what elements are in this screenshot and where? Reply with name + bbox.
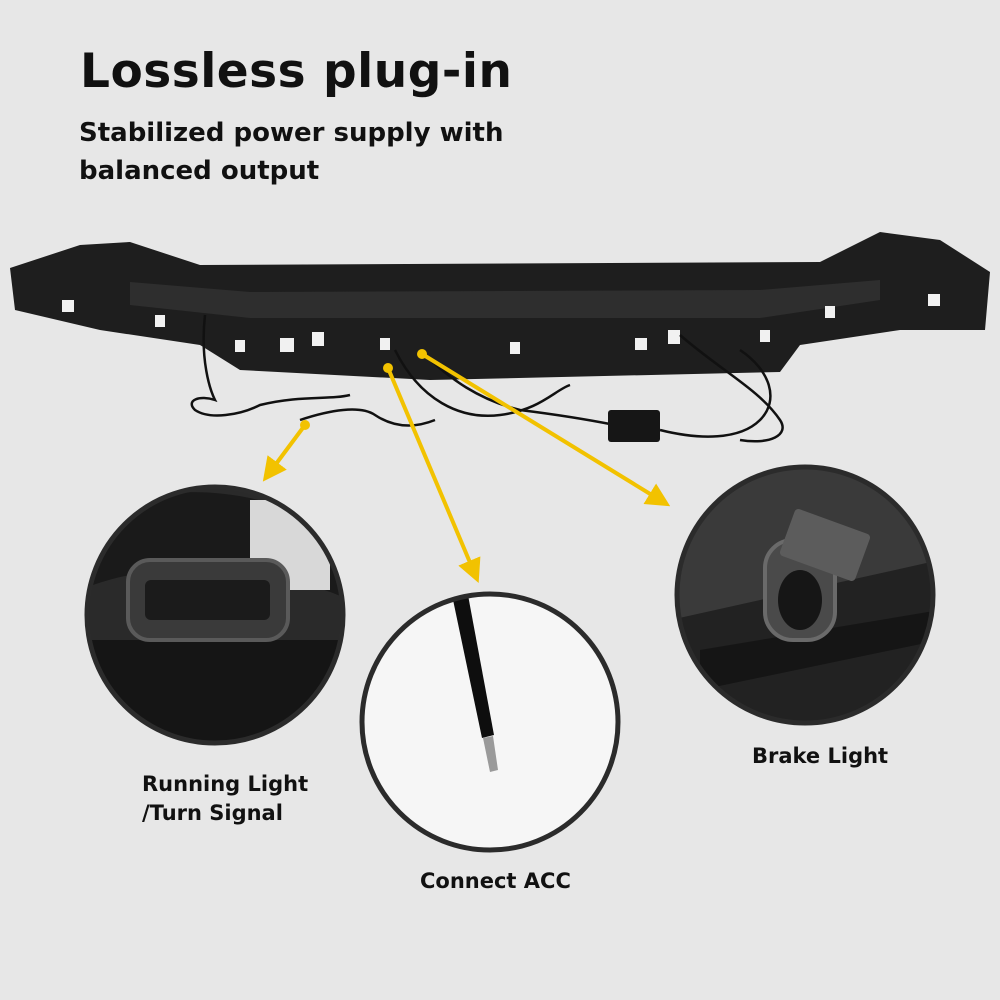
acc-wire-closeup — [359, 591, 621, 853]
callout-label-running-light: Running Light /Turn Signal — [142, 770, 308, 828]
callout-label-brake-light: Brake Light — [752, 744, 889, 768]
label-line-2: /Turn Signal — [142, 801, 283, 825]
page-title: Lossless plug-in — [80, 44, 513, 99]
third-brake-light-bar — [10, 232, 990, 380]
wiring-harness — [190, 314, 784, 443]
running-light-connector-closeup — [84, 484, 346, 746]
callout-label-connect-acc: Connect ACC — [420, 869, 571, 893]
subtitle-line-2: balanced output — [79, 156, 320, 186]
subtitle-line-1: Stabilized power supply with — [79, 118, 504, 148]
arrow-connect-acc — [386, 367, 481, 584]
brake-light-connector-closeup — [674, 464, 936, 726]
control-module — [608, 410, 660, 442]
arrow-brake-light — [420, 352, 671, 507]
arrow-running-light — [262, 423, 307, 482]
callout-arrows — [262, 352, 671, 584]
label-line-1: Running Light — [142, 772, 309, 796]
page-subtitle: Stabilized power supply with balanced ou… — [79, 114, 539, 190]
